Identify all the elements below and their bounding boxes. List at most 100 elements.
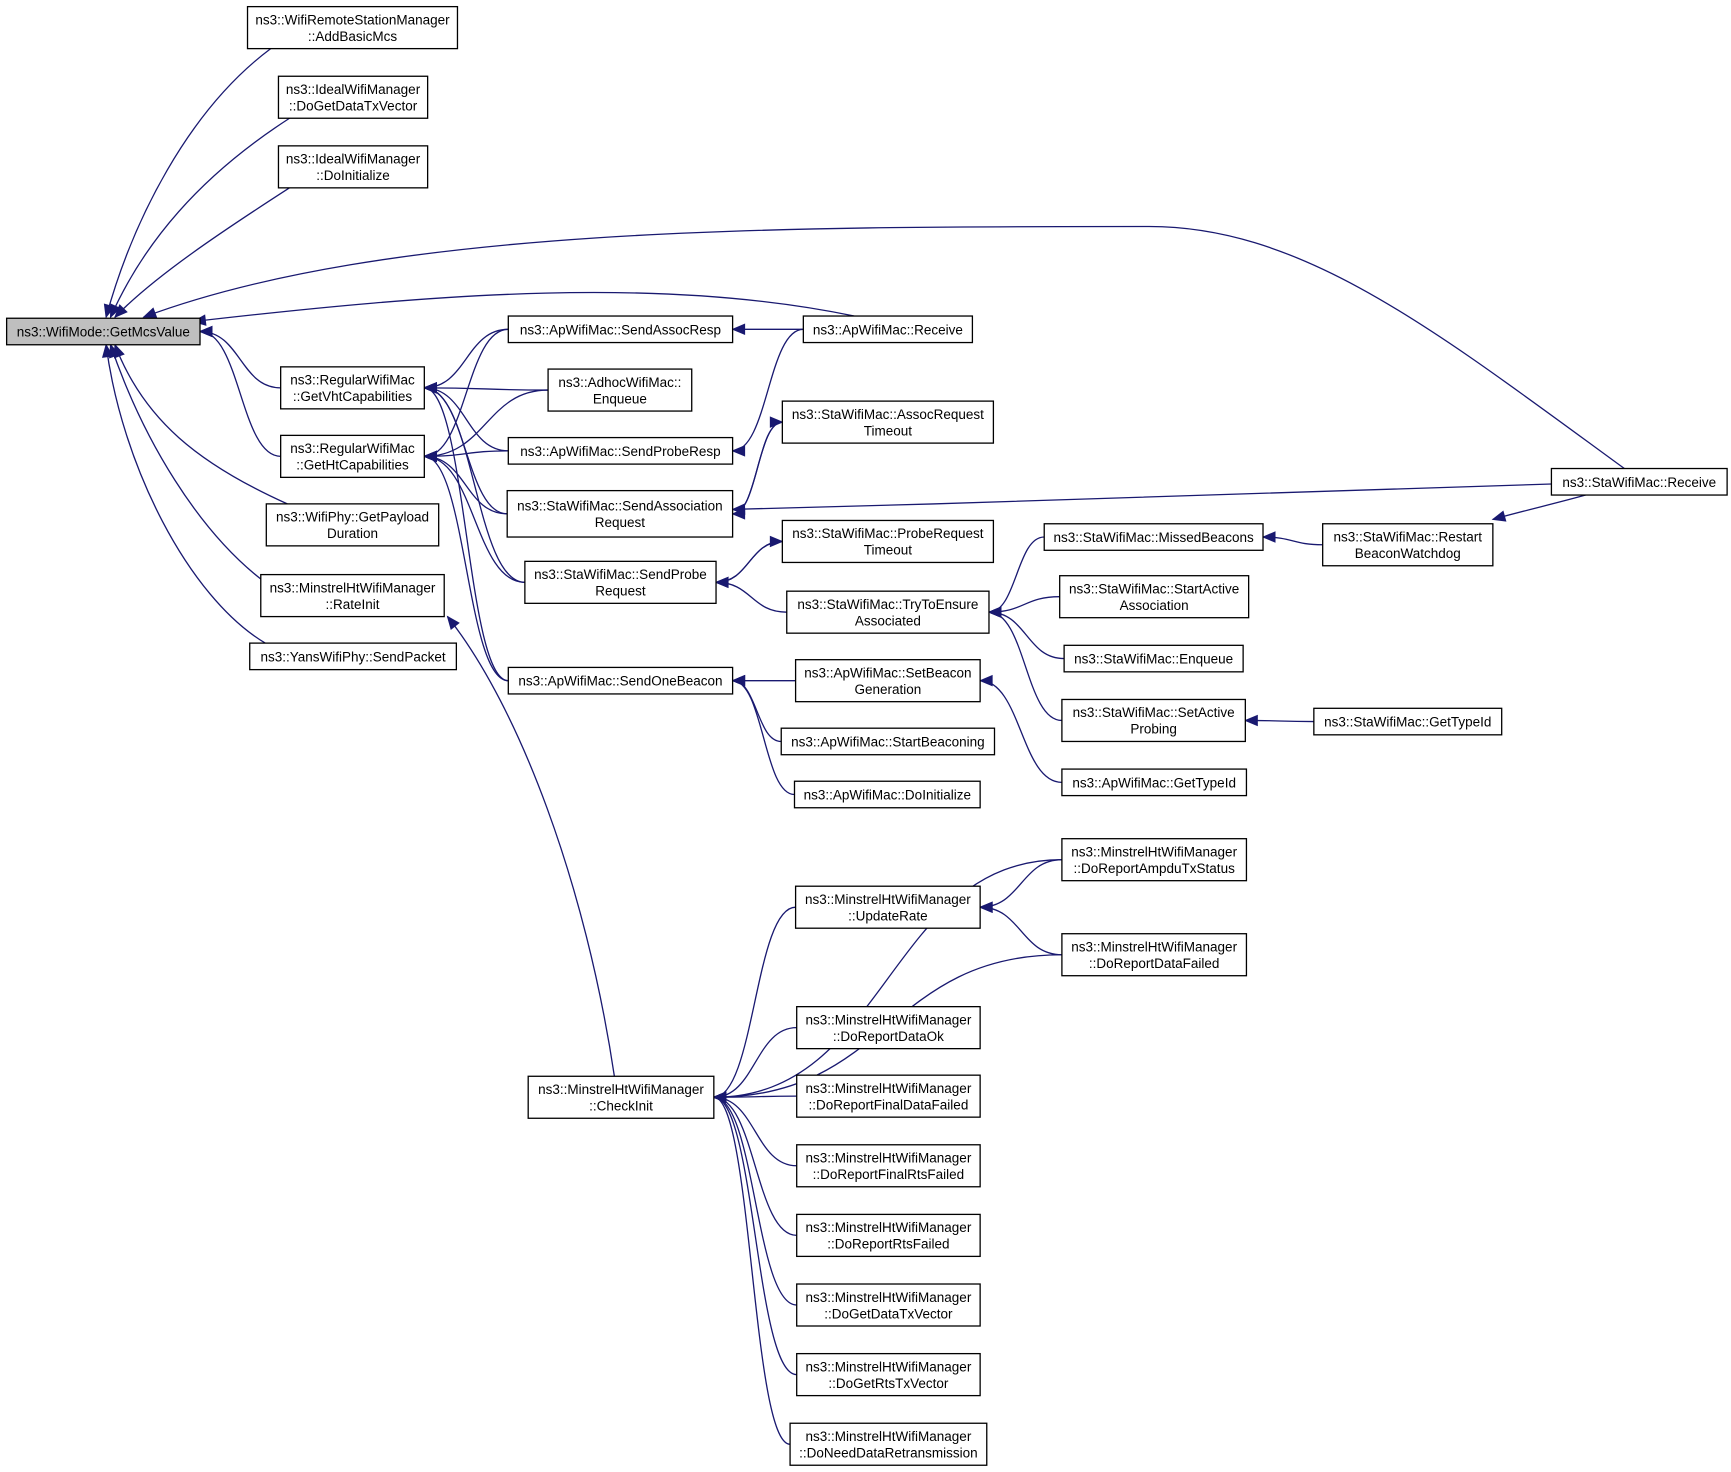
node-label-line: ::DoReportFinalRtsFailed bbox=[813, 1167, 965, 1182]
node-box bbox=[1550, 467, 1728, 496]
node-staGetTypeId[interactable]: ns3::StaWifiMac::GetTypeId bbox=[1313, 707, 1503, 736]
edge-arrowhead bbox=[101, 343, 114, 358]
edge-arrowhead bbox=[1261, 531, 1276, 543]
node-doRepDataOk[interactable]: ns3::MinstrelHtWifiManager::DoReportData… bbox=[796, 1006, 981, 1050]
node-label-line: ns3::RegularWifiMac bbox=[290, 441, 415, 456]
node-apReceive[interactable]: ns3::ApWifiMac::Receive bbox=[802, 315, 974, 344]
node-label-line: Probing bbox=[1130, 722, 1177, 737]
node-box bbox=[280, 434, 425, 479]
edge-staReceive-to-sendAssocReq bbox=[732, 483, 1552, 511]
node-label-line: ::CheckInit bbox=[589, 1099, 653, 1114]
node-label-line: ns3::ApWifiMac::GetTypeId bbox=[1072, 775, 1236, 790]
node-box bbox=[796, 1213, 981, 1258]
edge-adhocEnqueue-to-getVht bbox=[424, 387, 549, 391]
node-label-line: ns3::ApWifiMac::Receive bbox=[813, 322, 963, 337]
node-sendAssocResp[interactable]: ns3::ApWifiMac::SendAssocResp bbox=[507, 315, 734, 344]
node-root[interactable]: ns3::WifiMode::GetMcsValue bbox=[5, 317, 201, 346]
node-box bbox=[1061, 698, 1246, 743]
edge-arrowhead bbox=[978, 674, 993, 687]
node-doGetDataTx[interactable]: ns3::MinstrelHtWifiManager::DoGetDataTxV… bbox=[796, 1283, 981, 1327]
node-doRepDataFailed[interactable]: ns3::MinstrelHtWifiManager::DoReportData… bbox=[1061, 933, 1248, 977]
node-label-line: ::DoNeedDataRetransmission bbox=[799, 1445, 978, 1460]
node-box bbox=[796, 1283, 981, 1327]
node-sendOneBeacon[interactable]: ns3::ApWifiMac::SendOneBeacon bbox=[507, 666, 734, 695]
node-doRepAmpdu[interactable]: ns3::MinstrelHtWifiManager::DoReportAmpd… bbox=[1061, 838, 1248, 882]
node-rateInit[interactable]: ns3::MinstrelHtWifiManager::RateInit bbox=[260, 573, 445, 618]
edge-arrowhead bbox=[423, 382, 437, 394]
node-getHt[interactable]: ns3::RegularWifiMac::GetHtCapabilities bbox=[280, 434, 425, 479]
node-box bbox=[249, 642, 458, 671]
node-box bbox=[507, 436, 734, 465]
node-label-line: ns3::MinstrelHtWifiManager bbox=[806, 1151, 972, 1166]
node-label-line: Duration bbox=[327, 526, 378, 541]
edge-sendAssocResp-to-getHt bbox=[424, 328, 509, 458]
edge-doRepAmpdu-to-updateRate bbox=[980, 859, 1062, 908]
node-box bbox=[1061, 933, 1248, 977]
node-box bbox=[786, 590, 990, 634]
node-box bbox=[1043, 523, 1264, 551]
edge-doNeedRetrans-to-checkInit bbox=[713, 1096, 791, 1445]
node-label-line: ns3::IdealWifiManager bbox=[286, 82, 421, 97]
node-checkInit[interactable]: ns3::MinstrelHtWifiManager::CheckInit bbox=[527, 1075, 715, 1119]
node-box bbox=[1322, 523, 1494, 567]
node-box bbox=[794, 885, 981, 929]
edge-arrowhead bbox=[1244, 714, 1258, 727]
node-box bbox=[507, 666, 734, 695]
node-label-line: ns3::MinstrelHtWifiManager bbox=[1071, 939, 1237, 954]
node-startBeaconing[interactable]: ns3::ApWifiMac::StartBeaconing bbox=[780, 727, 996, 756]
node-box bbox=[781, 400, 995, 444]
node-idealDoInit[interactable]: ns3::IdealWifiManager::DoInitialize bbox=[277, 145, 429, 189]
node-sendPacket[interactable]: ns3::YansWifiPhy::SendPacket bbox=[249, 642, 458, 671]
node-label-line: ::DoReportDataFailed bbox=[1089, 956, 1220, 971]
edge-sendOneBeacon-to-getVht bbox=[424, 387, 509, 682]
edge-apGetTypeId-to-setBeaconGen bbox=[980, 680, 1062, 783]
node-label-line: ns3::StaWifiMac::SendProbe bbox=[534, 567, 707, 582]
node-label-line: ns3::MinstrelHtWifiManager bbox=[270, 580, 436, 595]
node-adhocEnqueue[interactable]: ns3::AdhocWifiMac::Enqueue bbox=[547, 368, 693, 412]
edge-arrowhead bbox=[114, 304, 128, 319]
edge-arrowhead bbox=[446, 615, 460, 630]
node-missedBeacons[interactable]: ns3::StaWifiMac::MissedBeacons bbox=[1043, 523, 1264, 551]
node-doGetRtsTx[interactable]: ns3::MinstrelHtWifiManager::DoGetRtsTxVe… bbox=[796, 1352, 981, 1397]
node-label-line: Timeout bbox=[864, 423, 913, 438]
node-doRepFinalRts[interactable]: ns3::MinstrelHtWifiManager::DoReportFina… bbox=[796, 1144, 981, 1188]
node-label-line: ns3::WifiPhy::GetPayload bbox=[276, 510, 429, 525]
node-label-line: ns3::MinstrelHtWifiManager bbox=[1071, 844, 1237, 859]
edge-doRepAmpdu-to-checkInit bbox=[713, 859, 1062, 1098]
node-apGetTypeId[interactable]: ns3::ApWifiMac::GetTypeId bbox=[1061, 768, 1248, 797]
node-staEnqueue[interactable]: ns3::StaWifiMac::Enqueue bbox=[1063, 644, 1244, 673]
node-getVht[interactable]: ns3::RegularWifiMac::GetVhtCapabilities bbox=[280, 366, 425, 410]
node-apDoInit[interactable]: ns3::ApWifiMac::DoInitialize bbox=[793, 780, 981, 809]
node-label-line: ns3::IdealWifiManager bbox=[286, 152, 421, 167]
node-sendProbeResp[interactable]: ns3::ApWifiMac::SendProbeResp bbox=[507, 436, 734, 465]
node-label-line: ::DoReportFinalDataFailed bbox=[809, 1097, 969, 1112]
edge-staEnqueue-to-tryEnsure bbox=[988, 611, 1065, 660]
node-label-line: ns3::ApWifiMac::SendProbeResp bbox=[520, 444, 720, 459]
edge-arrowhead bbox=[731, 323, 746, 336]
node-updateRate[interactable]: ns3::MinstrelHtWifiManager::UpdateRate bbox=[794, 885, 981, 929]
node-doRepRts[interactable]: ns3::MinstrelHtWifiManager::DoReportRtsF… bbox=[796, 1213, 981, 1258]
node-label-line: ns3::StaWifiMac::Enqueue bbox=[1074, 652, 1233, 667]
node-doRepFinalData[interactable]: ns3::MinstrelHtWifiManager::DoReportFina… bbox=[796, 1074, 981, 1118]
node-box bbox=[781, 519, 995, 564]
node-label-line: ns3::StaWifiMac::TryToEnsure bbox=[797, 597, 978, 612]
node-doNeedRetrans[interactable]: ns3::MinstrelHtWifiManager::DoNeedDataRe… bbox=[789, 1422, 988, 1466]
edge-getHt-to-root bbox=[199, 330, 281, 458]
node-addBasicMcs[interactable]: ns3::WifiRemoteStationManager::AddBasicM… bbox=[246, 5, 459, 50]
edge-arrowhead bbox=[769, 535, 784, 548]
node-staReceive[interactable]: ns3::StaWifiMac::Receive bbox=[1550, 467, 1728, 496]
edge-addBasicMcs-to-root bbox=[105, 48, 272, 318]
node-label-line: ::DoGetDataTxVector bbox=[824, 1306, 953, 1321]
node-idealDoGetData[interactable]: ns3::IdealWifiManager::DoGetDataTxVector bbox=[277, 75, 429, 119]
edge-arrowhead bbox=[142, 307, 158, 319]
